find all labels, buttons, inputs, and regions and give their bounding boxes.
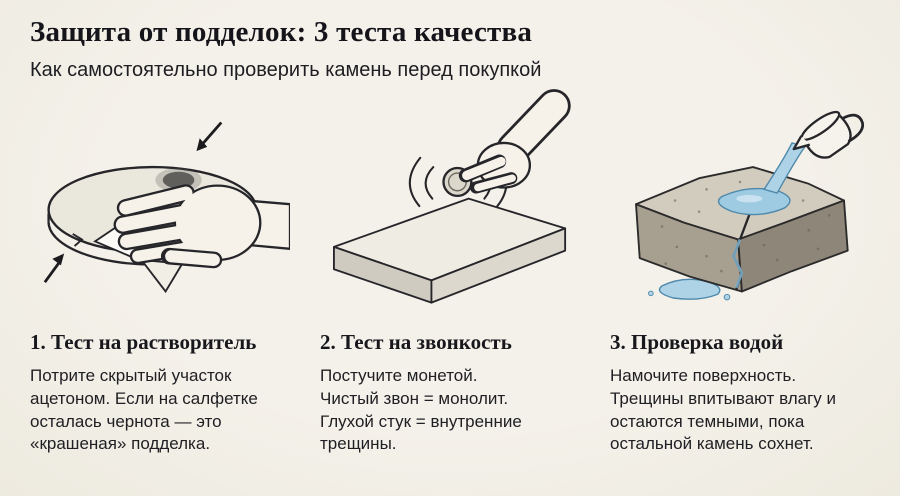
wet-crack [731,239,744,289]
test-column-water: 3. Проверка водой Намочите поверхность. … [610,88,870,455]
pitcher [792,111,865,160]
coin-tap-slab-icon [333,89,571,304]
water-puddle [648,278,731,301]
ring-test-illustration [320,88,580,326]
page-subtitle: Как самостоятельно проверить камень пере… [30,59,542,82]
water-stream [763,142,807,195]
water-test-illustration [610,88,870,326]
test-heading-water: 3. Проверка водой [610,330,784,355]
test-description-ring: Постучите монетой. Чистый звон = монолит… [320,366,522,454]
test-heading-ring: 2. Тест на звонкость [320,330,512,355]
page-title: Защита от подделок: 3 теста качества [30,16,533,48]
solvent-test-illustration [30,88,290,326]
test-column-solvent: 1. Тест на растворитель Потрите скрытый … [30,88,290,455]
wiping-hand [113,184,290,269]
test-description-solvent: Потрите скрытый участок ацетоном. Если н… [30,366,258,454]
tests-grid: 1. Тест на растворитель Потрите скрытый … [30,88,870,455]
hand-wiping-stone-icon [43,121,290,294]
test-description-water: Намочите поверхность. Трещины впитывают … [610,366,837,454]
pointer-arrow-bottom [43,253,65,284]
water-pool [717,188,791,216]
test-heading-solvent: 1. Тест на растворитель [30,330,257,355]
pointer-arrow-top [196,121,223,152]
tapping-hand [458,89,571,194]
test-column-ring: 2. Тест на звонкость Постучите монетой. … [320,88,580,455]
stone-slab [333,198,567,304]
water-pour-stone-icon [635,111,865,301]
